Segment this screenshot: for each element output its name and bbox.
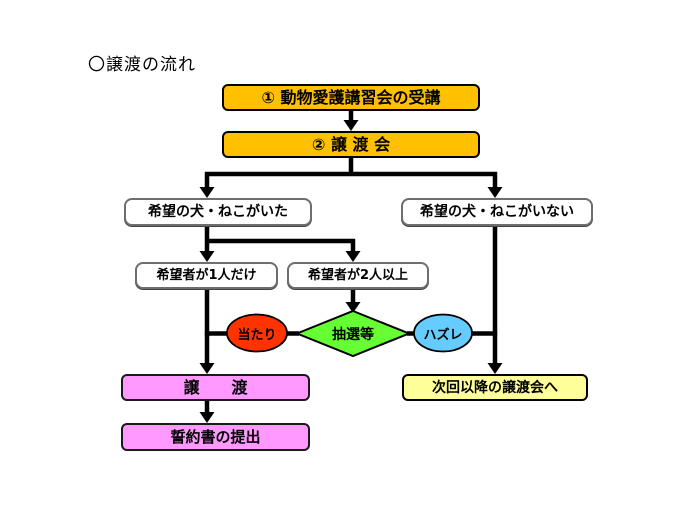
node-desired-pet-found: 希望の犬・ねこがいた	[124, 198, 312, 226]
win-ellipse	[226, 313, 288, 353]
lose-ellipse	[413, 313, 473, 353]
node-single-applicant: 希望者が1人だけ	[135, 262, 278, 289]
connector-notfound-next	[487, 226, 503, 374]
node-transfer-label: 譲 渡	[183, 377, 248, 397]
node-step1-lecture: ① 動物愛護講習会の受講	[222, 84, 480, 111]
node-single-applicant-label: 希望者が1人だけ	[156, 268, 257, 283]
page-title: 〇譲渡の流れ	[88, 55, 196, 75]
connector-single-transfer	[199, 289, 215, 374]
node-step1-label: ① 動物愛護講習会の受講	[261, 87, 441, 107]
node-not-found-label: 希望の犬・ねこがいない	[420, 204, 574, 220]
node-pledge-label: 誓約書の提出	[170, 427, 261, 446]
node-found-label: 希望の犬・ねこがいた	[148, 204, 288, 220]
connector-transfer-pledge	[199, 401, 215, 423]
node-step2-adoption-meeting: ② 譲 渡 会	[222, 131, 480, 158]
connector-found-branch	[199, 226, 361, 262]
node-step2-label: ② 譲 渡 会	[311, 134, 391, 154]
connector-step1-step2	[343, 110, 359, 131]
node-next-session-label: 次回以降の譲渡会へ	[432, 379, 558, 396]
node-desired-pet-not-found: 希望の犬・ねこがいない	[401, 198, 593, 226]
node-next-session: 次回以降の譲渡会へ	[402, 374, 588, 401]
lottery-diamond	[294, 309, 412, 358]
connector-step2-branch	[199, 158, 503, 198]
connector-multi-lottery	[345, 289, 361, 313]
node-transfer: 譲 渡	[121, 374, 310, 401]
node-multi-applicant-label: 希望者が2人以上	[307, 268, 409, 283]
node-multi-applicant: 希望者が2人以上	[287, 262, 429, 289]
node-pledge-submission: 誓約書の提出	[121, 423, 310, 451]
